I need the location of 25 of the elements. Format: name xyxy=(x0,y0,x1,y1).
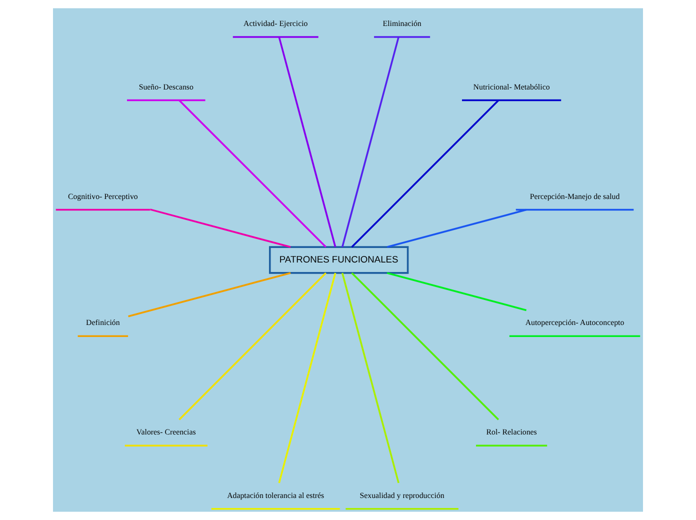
connector xyxy=(178,272,326,420)
node-text: Cognitivo- Perceptivo xyxy=(68,192,138,201)
node-text: Sexualidad y reproducción xyxy=(360,490,444,500)
connector xyxy=(278,272,336,484)
node-text: Rol- Relaciones xyxy=(486,428,537,437)
connector xyxy=(386,208,527,248)
node-text: Adaptación tolerancia al estrés xyxy=(227,490,324,500)
node-text: Nutricional- Metabólico xyxy=(473,82,550,92)
node-text: Definición xyxy=(86,318,120,328)
node-text: Sueño- Descanso xyxy=(138,82,194,92)
connector xyxy=(178,100,326,248)
node-text: Valores- Creencias xyxy=(136,428,196,437)
connector xyxy=(278,36,336,248)
connector xyxy=(386,272,527,312)
connector xyxy=(341,36,400,248)
node-box: PATRONES FUNCIONALES xyxy=(268,246,409,274)
node-text: Percepción-Manejo de salud xyxy=(530,192,620,201)
connector xyxy=(351,272,500,420)
connector xyxy=(341,272,400,484)
node-text: Actividad- Ejercicio xyxy=(244,19,308,28)
node-text: Eliminación xyxy=(382,19,422,28)
connector xyxy=(351,100,500,248)
connector xyxy=(150,208,291,248)
node-text: Autopercepción- Autoconcepto xyxy=(525,318,624,328)
connector xyxy=(128,272,291,318)
